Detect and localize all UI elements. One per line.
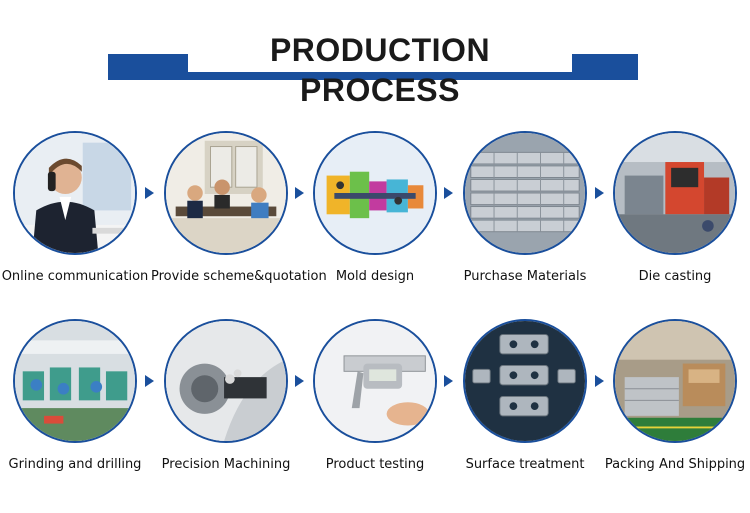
step-packing-and-shipping: Packing And Shipping	[600, 319, 750, 472]
step-label: Die casting	[638, 269, 712, 284]
arrow-icon	[145, 187, 154, 199]
arrow-icon	[444, 375, 453, 387]
provide-scheme-photo	[164, 131, 288, 255]
step-label: Online communication	[1, 269, 149, 284]
step-label: Packing And Shipping	[604, 457, 746, 472]
step-mold-design: Mold design	[300, 131, 450, 284]
product-testing-photo	[313, 319, 437, 443]
step-purchase-materials: Purchase Materials	[450, 131, 600, 284]
step-label: Surface treatment	[465, 457, 585, 472]
step-online-communication: Online communication	[0, 131, 150, 284]
arrow-icon	[295, 187, 304, 199]
precision-machining-photo	[164, 319, 288, 443]
die-casting-photo	[613, 131, 737, 255]
step-surface-treatment: Surface treatment	[450, 319, 600, 472]
step-label: Mold design	[335, 269, 415, 284]
surface-treatment-photo	[463, 319, 587, 443]
page-title: PRODUCTION PROCESS	[269, 32, 491, 108]
step-label: Provide scheme&quotation	[151, 269, 327, 284]
arrow-icon	[145, 375, 154, 387]
step-precision-machining: Precision Machining	[151, 319, 301, 472]
arrow-icon	[444, 187, 453, 199]
arrow-icon	[595, 375, 604, 387]
grinding-drilling-photo	[13, 319, 137, 443]
step-label: Precision Machining	[161, 457, 291, 472]
step-die-casting: Die casting	[600, 131, 750, 284]
arrow-icon	[595, 187, 604, 199]
online-communication-photo	[13, 131, 137, 255]
step-label: Purchase Materials	[463, 269, 587, 284]
packing-shipping-photo	[613, 319, 737, 443]
step-label: Grinding and drilling	[8, 457, 142, 472]
step-product-testing: Product testing	[300, 319, 450, 472]
step-grinding-and-drilling: Grinding and drilling	[0, 319, 150, 472]
arrow-icon	[295, 375, 304, 387]
mold-design-photo	[313, 131, 437, 255]
purchase-materials-photo	[463, 131, 587, 255]
step-label: Product testing	[325, 457, 425, 472]
step-provide-scheme-quotation: Provide scheme&quotation	[151, 131, 327, 284]
title-backdrop	[188, 28, 572, 72]
